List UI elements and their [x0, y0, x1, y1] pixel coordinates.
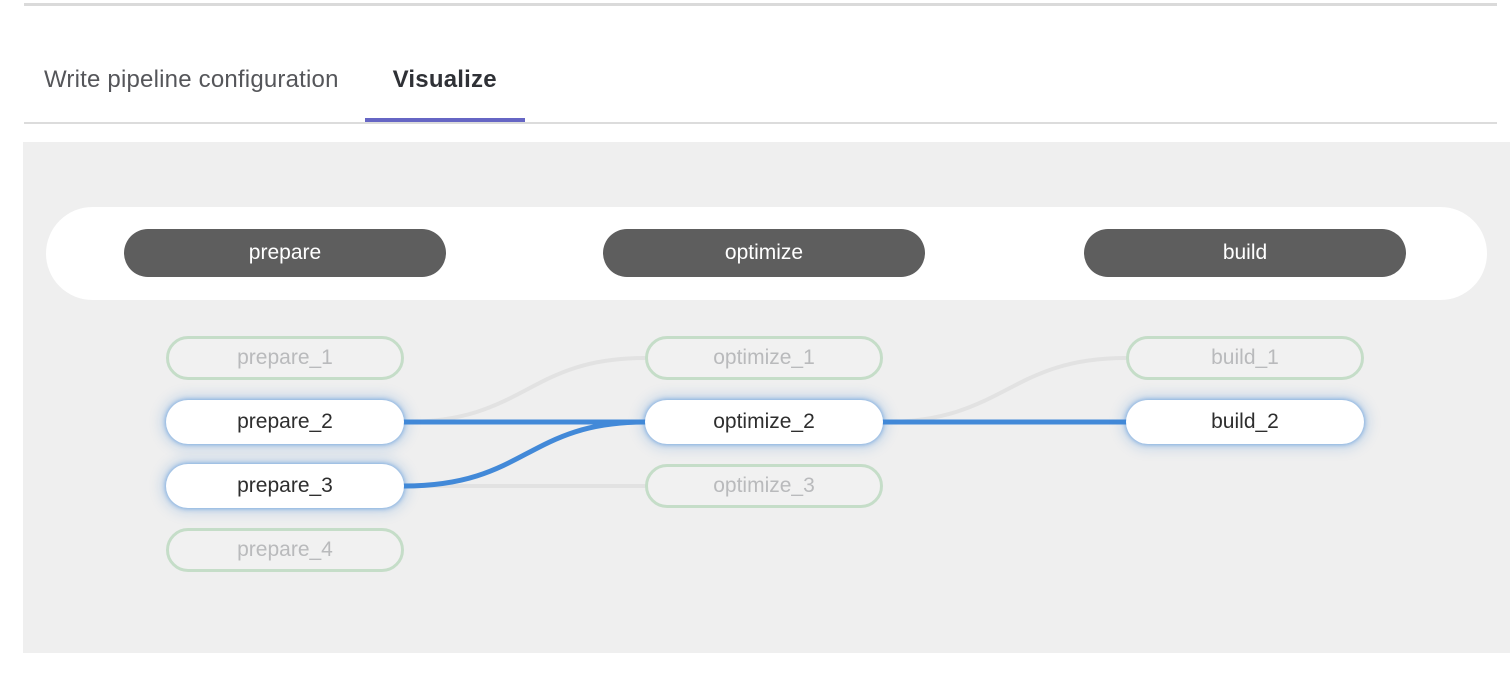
- job-node-build_1[interactable]: build_1: [1126, 336, 1364, 380]
- job-node-optimize_3[interactable]: optimize_3: [645, 464, 883, 508]
- job-node-prepare_3[interactable]: prepare_3: [166, 464, 404, 508]
- job-node-prepare_1[interactable]: prepare_1: [166, 336, 404, 380]
- job-node-prepare_2[interactable]: prepare_2: [166, 400, 404, 444]
- link-prepare_2-optimize_1: [402, 356, 647, 424]
- job-node-build_2[interactable]: build_2: [1126, 400, 1364, 444]
- job-node-optimize_1[interactable]: optimize_1: [645, 336, 883, 380]
- job-node-optimize_2[interactable]: optimize_2: [645, 400, 883, 444]
- stage-pill-build[interactable]: build: [1084, 229, 1406, 277]
- link-optimize_2-build_1: [881, 356, 1128, 424]
- link-prepare_3-optimize_2: [401, 419, 648, 489]
- tab-visualize[interactable]: Visualize: [364, 38, 525, 122]
- top-divider: [24, 3, 1497, 6]
- job-node-prepare_4[interactable]: prepare_4: [166, 528, 404, 572]
- tab-write-pipeline-configuration[interactable]: Write pipeline configuration: [24, 38, 359, 122]
- tab-bar: Write pipeline configuration Visualize: [24, 38, 1497, 124]
- stage-pill-prepare[interactable]: prepare: [124, 229, 446, 277]
- stage-pill-optimize[interactable]: optimize: [603, 229, 925, 277]
